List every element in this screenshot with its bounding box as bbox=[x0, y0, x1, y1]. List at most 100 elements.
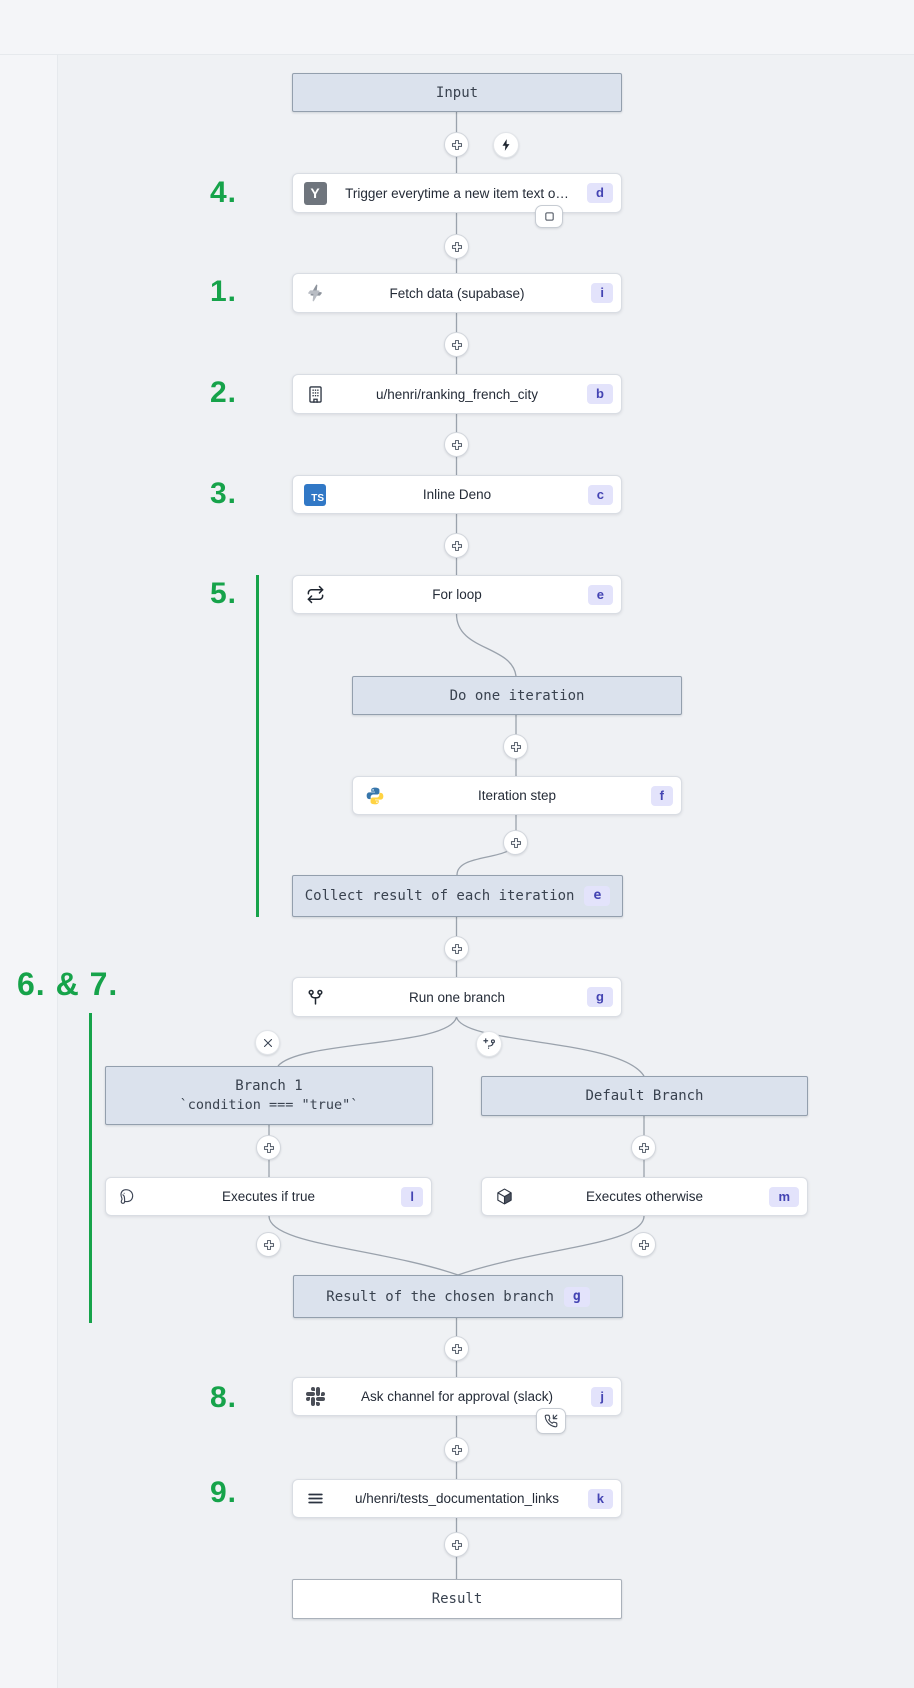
hackernews-icon: Y bbox=[303, 181, 327, 205]
remove-branch-button[interactable] bbox=[255, 1030, 280, 1055]
add-step-button[interactable] bbox=[503, 830, 528, 855]
virtual-node-label: Result of the chosen branch bbox=[326, 1288, 554, 1305]
plus-icon bbox=[451, 241, 462, 252]
node-fetch-data[interactable]: Fetch data (supabase) i bbox=[292, 273, 622, 313]
plus-icon bbox=[263, 1239, 274, 1250]
typescript-icon: TS bbox=[303, 483, 327, 507]
node-label: u/henri/tests_documentation_links bbox=[354, 1491, 560, 1506]
virtual-node-do-one-iteration[interactable]: Do one iteration bbox=[352, 676, 682, 715]
virtual-node-result-chosen-branch[interactable]: Result of the chosen branch g bbox=[293, 1275, 623, 1318]
node-label: Executes otherwise bbox=[585, 1189, 704, 1204]
plus-icon bbox=[451, 1539, 462, 1550]
node-id-badge: c bbox=[587, 484, 613, 505]
annotation-bracket-branch bbox=[89, 1013, 92, 1323]
plus-icon bbox=[638, 1142, 649, 1153]
add-step-button[interactable] bbox=[256, 1232, 281, 1257]
plus-icon bbox=[451, 1444, 462, 1455]
close-icon bbox=[263, 1038, 272, 1047]
branch-title: Branch 1 bbox=[235, 1078, 303, 1094]
node-label: For loop bbox=[432, 587, 482, 602]
node-label: Executes if true bbox=[221, 1189, 316, 1204]
node-label: Run one branch bbox=[408, 989, 506, 1005]
node-id-badge: g bbox=[587, 987, 613, 1007]
virtual-node-label: Result bbox=[431, 1591, 483, 1607]
suspend-step-button[interactable] bbox=[535, 205, 563, 228]
add-step-button[interactable] bbox=[444, 432, 469, 457]
add-step-button[interactable] bbox=[444, 1532, 469, 1557]
approval-step-button[interactable] bbox=[536, 1408, 566, 1434]
node-run-one-branch[interactable]: Run one branch g bbox=[292, 977, 622, 1017]
node-for-loop[interactable]: For loop e bbox=[292, 575, 622, 614]
node-trigger[interactable]: Y Trigger everytime a new item text o… d bbox=[292, 173, 622, 213]
annotation-bracket-loop bbox=[256, 575, 259, 917]
node-id-badge: d bbox=[587, 183, 613, 203]
python-icon bbox=[363, 784, 387, 808]
trigger-lightning-button[interactable] bbox=[493, 132, 519, 158]
virtual-node-result[interactable]: Result bbox=[292, 1579, 622, 1619]
add-step-button[interactable] bbox=[444, 234, 469, 259]
add-step-button[interactable] bbox=[444, 533, 469, 558]
add-step-button[interactable] bbox=[444, 1437, 469, 1462]
node-id-badge: e bbox=[584, 886, 611, 906]
node-tests-documentation-links[interactable]: u/henri/tests_documentation_links k bbox=[292, 1479, 622, 1518]
canvas-left-strip bbox=[0, 55, 58, 1688]
node-iteration-step[interactable]: Iteration step f bbox=[352, 776, 682, 815]
add-step-button[interactable] bbox=[631, 1135, 656, 1160]
plus-icon bbox=[451, 1343, 462, 1354]
slack-icon bbox=[303, 1385, 327, 1409]
virtual-node-label: Input bbox=[435, 84, 479, 101]
add-step-button[interactable] bbox=[631, 1232, 656, 1257]
node-id-badge: i bbox=[591, 283, 613, 303]
phone-incoming-icon bbox=[544, 1414, 558, 1428]
annotation-step-3: 3. bbox=[209, 477, 237, 510]
node-executes-if-true[interactable]: Executes if true l bbox=[105, 1177, 432, 1216]
plus-icon bbox=[451, 339, 462, 350]
add-step-button[interactable] bbox=[444, 132, 469, 157]
add-step-button[interactable] bbox=[256, 1135, 281, 1160]
node-executes-otherwise[interactable]: Executes otherwise m bbox=[481, 1177, 808, 1216]
node-label: Inline Deno bbox=[422, 487, 492, 502]
plus-icon bbox=[510, 741, 521, 752]
add-step-button[interactable] bbox=[444, 936, 469, 961]
virtual-node-label: Collect result of each iteration bbox=[304, 888, 575, 904]
virtual-node-input[interactable]: Input bbox=[292, 73, 622, 112]
add-step-button[interactable] bbox=[444, 332, 469, 357]
add-branch-button[interactable] bbox=[476, 1031, 502, 1057]
node-id-badge: m bbox=[769, 1186, 799, 1207]
virtual-node-label: Do one iteration bbox=[449, 687, 585, 704]
plus-icon bbox=[451, 540, 462, 551]
node-ask-approval-slack[interactable]: Ask channel for approval (slack) j bbox=[292, 1377, 622, 1416]
plus-icon bbox=[451, 139, 462, 150]
annotation-step-8: 8. bbox=[209, 1381, 237, 1414]
virtual-node-collect-result[interactable]: Collect result of each iteration e bbox=[292, 875, 623, 917]
plus-icon bbox=[263, 1142, 274, 1153]
node-label: Ask channel for approval (slack) bbox=[360, 1389, 554, 1404]
virtual-node-branch-1[interactable]: Branch 1 `condition === "true"` bbox=[105, 1066, 433, 1125]
node-label: u/henri/ranking_french_city bbox=[375, 386, 539, 402]
lightning-icon bbox=[502, 139, 510, 151]
annotation-step-2: 2. bbox=[209, 376, 237, 409]
annotation-step-1: 1. bbox=[209, 275, 237, 308]
branch-plus-icon bbox=[482, 1037, 495, 1050]
virtual-node-default-branch[interactable]: Default Branch bbox=[481, 1076, 808, 1116]
annotation-step-9: 9. bbox=[209, 1476, 237, 1509]
add-step-button[interactable] bbox=[444, 1336, 469, 1361]
branch-condition: `condition === "true"` bbox=[179, 1097, 359, 1113]
node-label: Trigger everytime a new item text o… bbox=[345, 185, 569, 201]
plus-icon bbox=[451, 439, 462, 450]
plus-icon bbox=[638, 1239, 649, 1250]
menu-lines-icon bbox=[303, 1487, 327, 1511]
node-id-badge: g bbox=[563, 1286, 590, 1307]
node-inline-deno[interactable]: TS Inline Deno c bbox=[292, 475, 622, 514]
node-id-badge: l bbox=[401, 1186, 423, 1207]
repeat-icon bbox=[303, 583, 327, 607]
node-ranking-french-city[interactable]: u/henri/ranking_french_city b bbox=[292, 374, 622, 414]
add-step-button[interactable] bbox=[503, 734, 528, 759]
building-icon bbox=[303, 382, 327, 406]
node-id-badge: b bbox=[587, 384, 613, 404]
node-id-badge: k bbox=[587, 1488, 613, 1509]
annotation-steps-6-7: 6. & 7. bbox=[17, 966, 119, 1002]
supabase-icon bbox=[303, 281, 327, 305]
node-label: Iteration step bbox=[477, 788, 557, 803]
